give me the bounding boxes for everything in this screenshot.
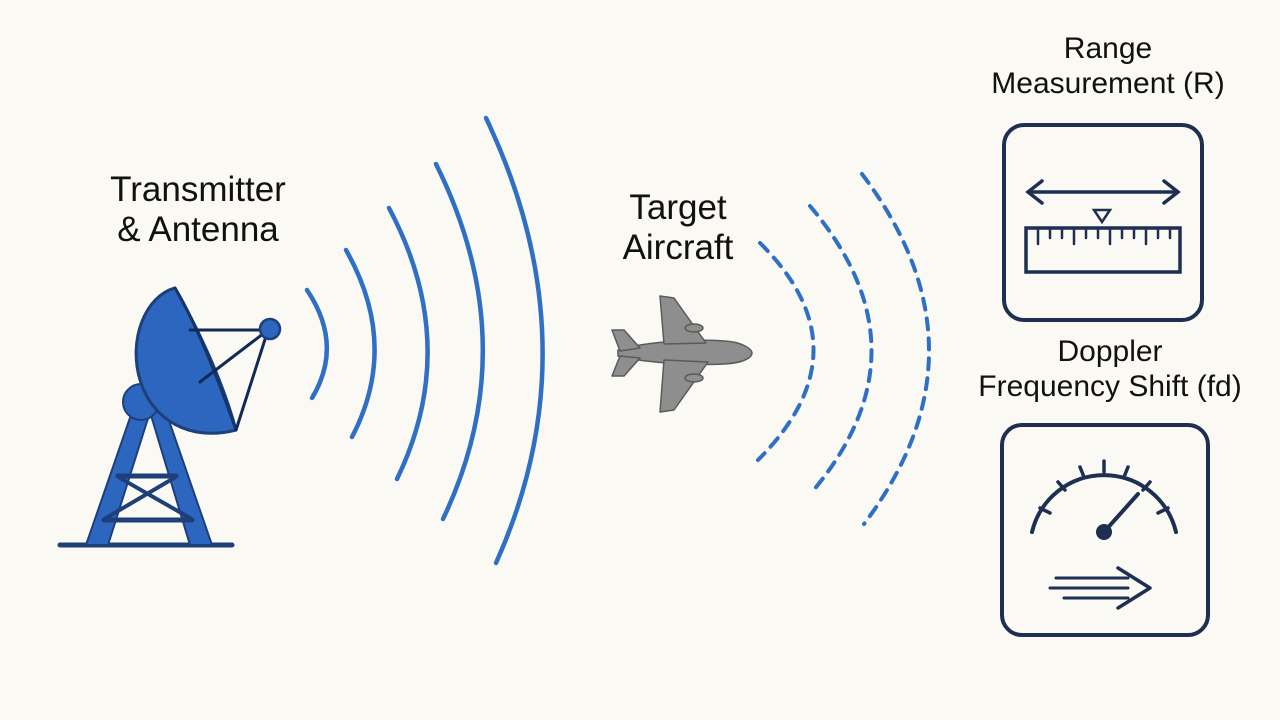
- echo-wave-1: [756, 241, 816, 462]
- range-label-line2: Measurement (R): [991, 66, 1225, 100]
- transmit-wave-3: [386, 205, 430, 482]
- target-label-line2: Aircraft: [622, 228, 734, 268]
- transmitted-waves: [304, 115, 545, 566]
- transmit-wave-2: [343, 247, 377, 440]
- doppler-label: Doppler Frequency Shift (fd): [940, 335, 1280, 404]
- speedometer-icon: [1030, 459, 1178, 540]
- doppler-label-line2: Frequency Shift (fd): [978, 369, 1242, 403]
- range-label-line1: Range: [1063, 32, 1153, 65]
- motion-arrow-icon: [1048, 566, 1152, 610]
- transmit-wave-1: [304, 287, 329, 401]
- airplane-icon: [611, 295, 753, 413]
- transmitter-label: Transmitter & Antenna: [48, 170, 348, 251]
- echo-wave-3: [860, 172, 931, 526]
- target-label-line1: Target: [629, 188, 727, 227]
- ruler-arrow-icon: [1024, 179, 1182, 274]
- target-label: Target Aircraft: [578, 188, 778, 269]
- doppler-label-line1: Doppler: [1057, 335, 1163, 368]
- transmit-wave-4: [433, 161, 485, 522]
- radar-dish-icon: [57, 286, 282, 548]
- transmit-wave-5: [483, 115, 545, 566]
- range-label: Range Measurement (R): [958, 32, 1258, 101]
- echo-wave-2: [808, 204, 874, 494]
- transmitter-label-line2: & Antenna: [117, 210, 279, 250]
- doppler-panel: [1000, 423, 1210, 637]
- transmitter-label-line1: Transmitter: [110, 170, 286, 209]
- range-panel: [1002, 123, 1204, 322]
- echo-waves: [756, 172, 931, 526]
